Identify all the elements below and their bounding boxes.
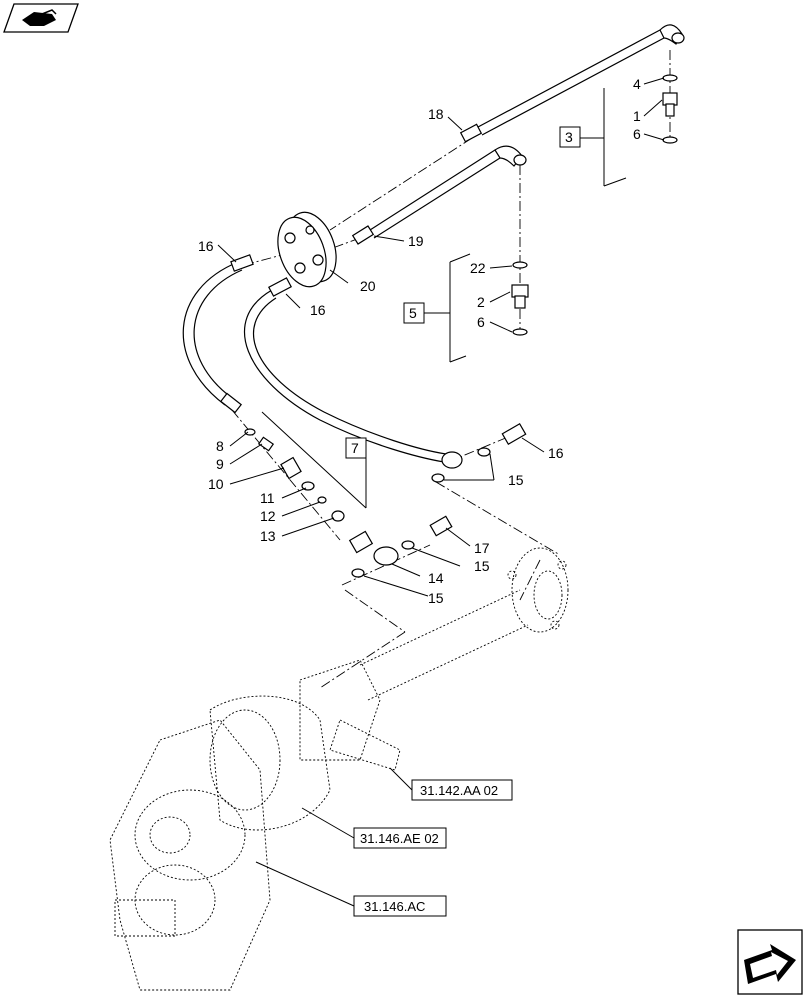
callout-6b[interactable]: 6 [477,314,485,330]
hose-18 [182,254,254,414]
fittings-kit-7 [244,428,345,522]
hose-20 [459,24,685,143]
view-orientation-icon[interactable] [3,3,79,33]
callout-20[interactable]: 18 [428,106,444,122]
callout-6[interactable]: 6 [633,126,641,142]
callout-12[interactable]: 12 [260,508,276,524]
next-page-arrow-icon[interactable] [737,929,803,995]
callout-9[interactable]: 9 [216,456,224,472]
gearbox-assembly [109,547,569,991]
callout-4[interactable]: 4 [633,76,641,92]
callout-8[interactable]: 8 [216,438,224,454]
callout-13[interactable]: 13 [260,528,276,544]
bulkhead-plate-19 [277,211,337,288]
ref-label-31-146-ac: 31.146.AC [364,899,425,914]
fittings-kit-3 [662,74,678,144]
callout-17[interactable]: 16 [310,302,326,318]
ref-label-31-142-aa-02: 31.142.AA 02 [420,783,498,798]
callout-1[interactable]: 1 [633,108,641,124]
kit-box-7[interactable]: 7 [345,437,367,459]
callout-2[interactable]: 2 [477,294,485,310]
ref-label-31-146-ae-02: 31.146.AE 02 [360,831,439,846]
kit-label-7: 7 [351,440,359,456]
ref-box-31-142-aa-02[interactable]: 31.142.AA 02 [411,779,513,801]
callout-11[interactable]: 11 [260,490,275,506]
ref-box-31-146-ae-02[interactable]: 31.146.AE 02 [353,827,447,849]
callout-15b[interactable]: 15 [474,558,490,574]
callout-19[interactable]: 20 [360,278,376,294]
kit-box-5[interactable]: 5 [403,302,425,324]
hose-17 [244,277,463,469]
callout-15c[interactable]: 15 [428,590,444,606]
callout-16b[interactable]: 17 [474,540,490,556]
callout-15a[interactable]: 15 [508,472,524,488]
kit-box-3[interactable]: 3 [559,126,581,148]
hose-21 [351,145,527,245]
ref-box-31-146-ac[interactable]: 31.146.AC [353,895,447,917]
kit-brackets [261,88,627,509]
callout-22[interactable]: 22 [470,260,486,276]
callout-labels: 4 1 6 18 19 22 2 6 20 16 16 8 9 10 11 12… [198,76,641,606]
fitting-14 [348,422,527,578]
callout-18[interactable]: 16 [198,238,214,254]
leader-lines [217,77,665,907]
callout-16a[interactable]: 16 [548,445,564,461]
kit-label-5: 5 [409,305,417,321]
fittings-kit-5 [511,261,529,336]
callout-21[interactable]: 19 [408,233,424,249]
callout-10[interactable]: 10 [208,476,224,492]
kit-label-3: 3 [565,129,573,145]
callout-14[interactable]: 14 [428,570,444,586]
